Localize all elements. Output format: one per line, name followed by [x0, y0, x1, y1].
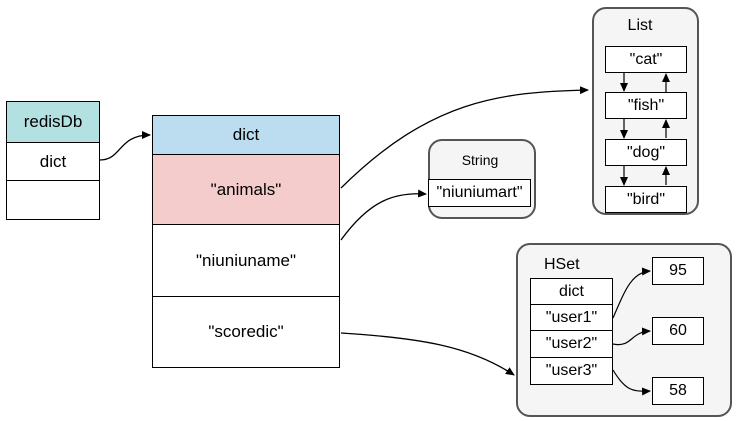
string-title: String [461, 152, 499, 168]
list-title: List [627, 17, 653, 34]
arrow-user3-to-value [612, 369, 651, 396]
list-item-label: "cat" [629, 50, 663, 68]
dict-header-label: dict [232, 125, 260, 144]
list-item-label: "bird" [626, 190, 666, 208]
list-item: "bird" [605, 186, 687, 213]
list-item-label: "dog" [626, 143, 666, 161]
dict-key-niuniuname: "niuniuname" [152, 224, 340, 297]
dict-key-label: "niuniuname" [196, 250, 296, 270]
list-item: "cat" [605, 46, 687, 73]
hset-value-label: 60 [669, 322, 687, 339]
arrow-user2-to-value [612, 327, 651, 346]
arrow-animals-to-list [340, 86, 589, 189]
redisdb-title: redisDb [23, 112, 83, 131]
hset-dict-label: dict [559, 282, 584, 300]
list-item: "fish" [605, 92, 687, 119]
redisdb-empty-cell [6, 180, 100, 220]
redisdb-header: redisDb [6, 101, 100, 143]
hset-field-label: "user3" [545, 361, 598, 379]
hset-value: 58 [652, 377, 704, 405]
dict-key-label: "animals" [210, 179, 282, 199]
hset-value: 95 [652, 257, 704, 285]
dict-key-scoredic: "scoredic" [152, 295, 340, 368]
hset-value-label: 58 [669, 382, 687, 399]
string-value-label: "niuniumart" [436, 184, 523, 201]
list-item: "dog" [605, 139, 687, 166]
hset-field-label: "user1" [545, 308, 598, 326]
arrow-user1-to-value [612, 267, 651, 319]
arrow-redisdb-to-dict [99, 131, 151, 161]
string-value: "niuniumart" [428, 179, 531, 207]
hset-field: "user3" [530, 356, 613, 385]
redisdb-dict-label: dict [39, 151, 67, 171]
arrow-scoredic-to-hset [340, 332, 515, 376]
arrow-niuniuname-to-string [340, 189, 427, 241]
hset-value: 60 [652, 317, 704, 345]
hset-value-label: 95 [669, 262, 687, 279]
hset-title: HSet [544, 256, 580, 273]
hset-field-label: "user2" [545, 335, 598, 352]
list-item-label: "fish" [627, 96, 665, 114]
dict-key-label: "scoredic" [208, 321, 284, 341]
